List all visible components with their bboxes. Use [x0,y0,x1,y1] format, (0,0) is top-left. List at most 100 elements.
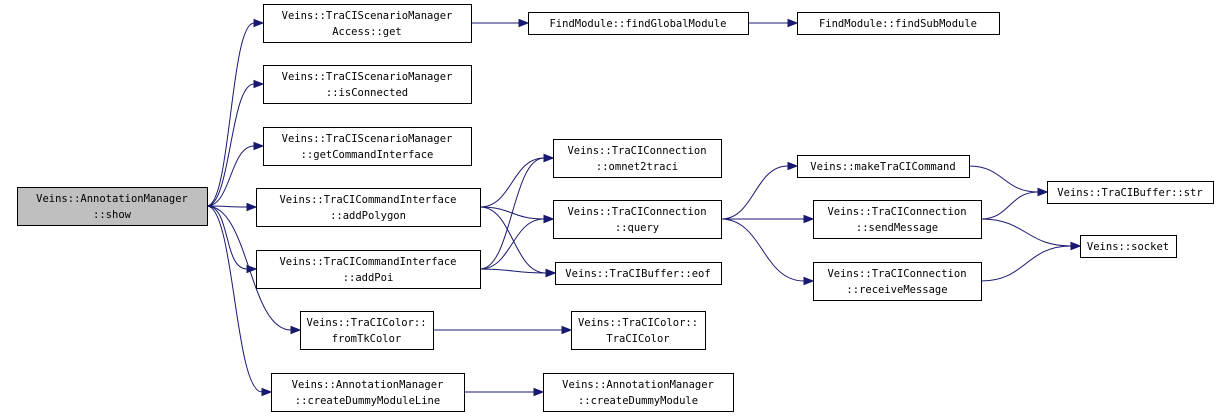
node-box [256,188,481,227]
arrowhead-buffer-str [1037,187,1049,197]
node-conn-omnet2traci[interactable]: Veins::TraCIConnection::omnet2traci [553,139,722,178]
node-label: Veins::makeTraCICommand [810,161,955,173]
edge-annotation-show-to-scenario-is-connected [206,83,255,207]
node-create-dummy-line[interactable]: Veins::AnnotationManager::createDummyMod… [271,373,465,412]
node-box [553,200,722,239]
node-cmd-add-poi[interactable]: Veins::TraCICommandInterface::addPoi [256,250,481,289]
arrowhead-conn-send-message [803,214,815,224]
edge-cmd-add-polygon-to-buffer-eof [479,206,547,274]
node-label: Veins::socket [1087,241,1169,253]
node-label: Veins::TraCIScenarioManager [282,133,453,145]
arrowhead-scenario-is-connected [253,79,265,89]
node-label: TraCIColor [606,333,669,345]
edge-conn-query-to-conn-receive-message [720,218,805,282]
edge-annotation-show-to-create-dummy-line [206,205,263,393]
node-conn-receive-message[interactable]: Veins::TraCIConnection::receiveMessage [813,262,982,301]
arrowhead-socket [1070,241,1082,251]
arrowhead-make-traci-command [787,161,799,171]
node-box [813,200,982,239]
node-find-global[interactable]: FindModule::findGlobalModule [528,12,749,35]
arrowhead-color-from-tk [290,325,302,335]
node-label: ::createDummyModule [578,395,698,407]
edge-conn-receive-message-to-socket [980,245,1072,282]
edge-cmd-add-poi-to-conn-omnet2traci [479,157,545,270]
node-label: Veins::TraCIConnection [827,268,966,280]
node-label: FindModule::findGlobalModule [549,18,726,30]
node-box [555,262,722,285]
nodes-layer: Veins::AnnotationManager::showVeins::Tra… [17,4,1214,412]
node-color-from-tk[interactable]: Veins::TraCIColor::fromTkColor [300,311,434,350]
node-label: Veins::TraCICommandInterface [279,194,456,206]
edge-annotation-show-to-scenario-access-get [206,22,255,207]
node-box [263,127,472,166]
arrowhead-color-ctor [561,325,573,335]
node-label: ::addPolygon [330,210,406,222]
edge-annotation-show-to-cmd-add-poi [206,205,248,270]
node-label: Veins::TraCIConnection [827,206,966,218]
node-label: Veins::TraCIScenarioManager [282,10,453,22]
node-label: Veins::TraCIConnection [567,206,706,218]
node-label: ::show [93,209,132,221]
arrowhead-find-global [518,18,530,28]
edge-cmd-add-poi-to-buffer-eof [479,268,547,274]
node-scenario-get-cmd-iface[interactable]: Veins::TraCIScenarioManager::getCommandI… [263,127,472,166]
edge-conn-send-message-to-socket [980,218,1072,247]
edge-make-traci-command-to-buffer-str [968,165,1039,193]
node-label: Veins::TraCIBuffer::str [1057,187,1202,199]
node-label: ::isConnected [326,87,408,99]
node-create-dummy-module[interactable]: Veins::AnnotationManager::createDummyMod… [543,373,734,412]
node-label: Access::get [332,26,402,38]
arrowhead-conn-query [543,214,555,224]
node-label: Veins::TraCIColor:: [306,317,426,329]
edge-cmd-add-polygon-to-conn-omnet2traci [479,157,545,208]
node-box [543,373,734,412]
arrowhead-create-dummy-line [261,387,273,397]
node-buffer-str[interactable]: Veins::TraCIBuffer::str [1047,181,1214,204]
edge-annotation-show-to-color-from-tk [206,205,292,331]
edge-annotation-show-to-cmd-add-polygon [206,205,248,208]
arrowhead-conn-omnet2traci [543,153,555,163]
node-label: Veins::TraCIConnection [567,145,706,157]
node-box [271,373,465,412]
edge-conn-send-message-to-buffer-str [980,191,1039,220]
node-box [256,250,481,289]
edge-conn-query-to-make-traci-command [720,165,789,220]
node-label: Veins::AnnotationManager [562,379,714,391]
node-annotation-show[interactable]: Veins::AnnotationManager::show [17,187,208,226]
node-box [1080,235,1177,258]
node-box [553,139,722,178]
node-label: ::createDummyModuleLine [295,395,440,407]
node-box [813,262,982,301]
arrowhead-find-sub [787,18,799,28]
node-box [300,311,434,350]
edge-cmd-add-poi-to-conn-query [479,218,545,270]
arrowhead-cmd-add-polygon [246,202,258,212]
node-label: FindModule::findSubModule [819,18,977,30]
node-label: Veins::TraCIScenarioManager [282,71,453,83]
arrowhead-conn-receive-message [803,276,815,286]
node-cmd-add-polygon[interactable]: Veins::TraCICommandInterface::addPolygon [256,188,481,227]
edges-layer [206,18,1082,397]
node-label: ::omnet2traci [596,161,678,173]
node-box [571,311,706,350]
node-box [528,12,749,35]
node-label: Veins::TraCIColor:: [578,317,698,329]
node-label: Veins::AnnotationManager [292,379,444,391]
edge-annotation-show-to-scenario-get-cmd-iface [206,145,255,207]
node-scenario-is-connected[interactable]: Veins::TraCIScenarioManager::isConnected [263,65,472,104]
arrowhead-scenario-access-get [253,18,265,28]
node-color-ctor[interactable]: Veins::TraCIColor::TraCIColor [571,311,706,350]
node-socket[interactable]: Veins::socket [1080,235,1177,258]
node-make-traci-command[interactable]: Veins::makeTraCICommand [797,155,970,178]
node-buffer-eof[interactable]: Veins::TraCIBuffer::eof [555,262,722,285]
node-box [1047,181,1214,204]
node-conn-query[interactable]: Veins::TraCIConnection::query [553,200,722,239]
node-conn-send-message[interactable]: Veins::TraCIConnection::sendMessage [813,200,982,239]
node-box [263,65,472,104]
arrowhead-scenario-get-cmd-iface [253,141,265,151]
node-label: ::receiveMessage [846,284,947,296]
node-find-sub[interactable]: FindModule::findSubModule [797,12,1000,35]
node-box [263,4,472,43]
